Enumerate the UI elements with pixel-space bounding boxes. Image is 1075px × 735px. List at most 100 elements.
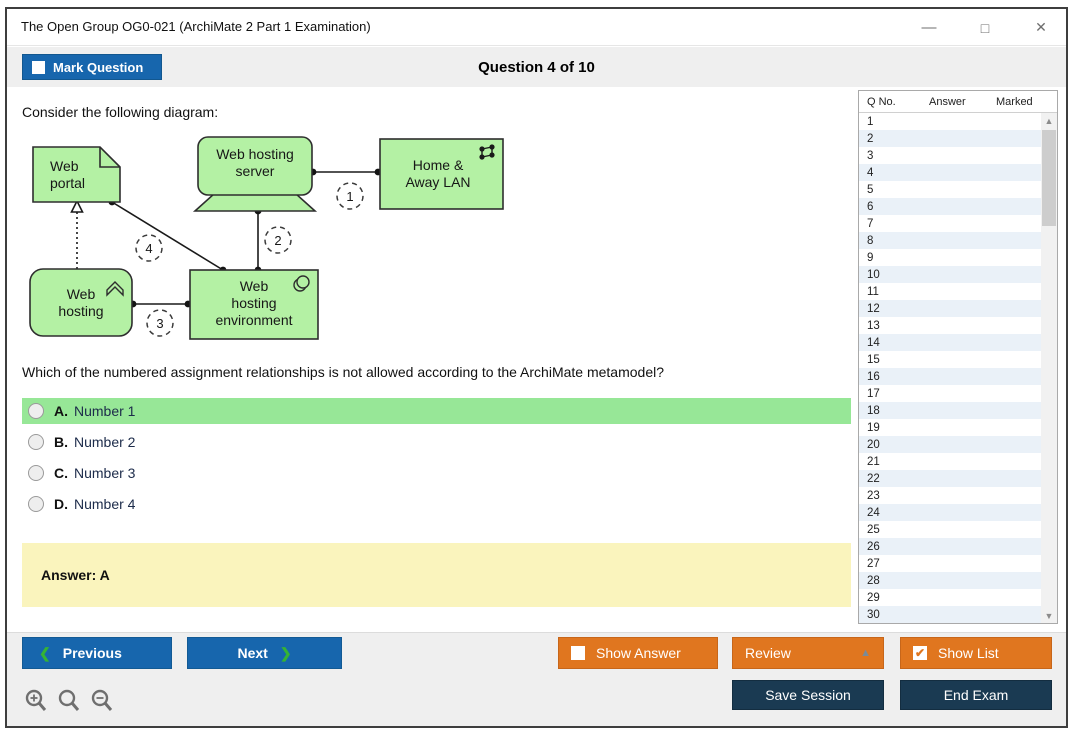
option-b-text: Number 2 (74, 434, 136, 450)
option-c-letter: C. (54, 465, 68, 481)
question-number: 10 (867, 268, 880, 281)
question-number: 4 (867, 166, 874, 179)
question-list-row[interactable]: 10 (859, 266, 1041, 283)
column-marked: Marked (996, 96, 1033, 108)
scroll-down-icon[interactable]: ▼ (1044, 610, 1054, 621)
relationship-labels (135, 182, 364, 337)
review-dropdown[interactable]: Review ▲ (732, 637, 884, 669)
question-number: 17 (867, 387, 880, 400)
option-d-text: Number 4 (74, 496, 136, 512)
option-d-radio[interactable] (28, 496, 44, 512)
maximize-icon[interactable]: □ (980, 19, 990, 36)
question-list-row[interactable]: 22 (859, 470, 1041, 487)
question-list-row[interactable]: 24 (859, 504, 1041, 521)
next-button[interactable]: Next ❯ (187, 637, 342, 669)
option-c[interactable]: C. Number 3 (22, 460, 851, 486)
question-list-row[interactable]: 21 (859, 453, 1041, 470)
show-list-button[interactable]: ✔ Show List (900, 637, 1052, 669)
scrollbar-thumb[interactable] (1042, 130, 1056, 226)
question-number: 30 (867, 608, 880, 621)
svg-text:Web: Web (240, 278, 269, 294)
question-list-row[interactable]: 28 (859, 572, 1041, 589)
show-answer-button[interactable]: Show Answer (558, 637, 718, 669)
question-number: 14 (867, 336, 880, 349)
question-list-row[interactable]: 1 (859, 113, 1041, 130)
close-icon[interactable]: ✕ (1035, 19, 1047, 35)
question-list-row[interactable]: 16 (859, 368, 1041, 385)
title-bar: The Open Group OG0-021 (ArchiMate 2 Part… (7, 9, 1066, 46)
question-number: 27 (867, 557, 880, 570)
question-list-row[interactable]: 11 (859, 283, 1041, 300)
show-answer-checkbox[interactable] (571, 646, 585, 660)
question-prompt: Which of the numbered assignment relatio… (22, 364, 665, 380)
question-list-row[interactable]: 5 (859, 181, 1041, 198)
column-qno: Q No. (867, 96, 896, 108)
question-list-row[interactable]: 15 (859, 351, 1041, 368)
save-session-button[interactable]: Save Session (732, 680, 884, 710)
option-a[interactable]: A. Number 1 (22, 398, 851, 424)
svg-text:2: 2 (274, 233, 281, 248)
question-list-row[interactable]: 12 (859, 300, 1041, 317)
zoom-reset-icon[interactable] (57, 689, 81, 713)
question-number: 26 (867, 540, 880, 553)
question-list-scrollbar[interactable]: ▲ ▼ (1041, 113, 1057, 623)
question-list-row[interactable]: 6 (859, 198, 1041, 215)
scroll-up-icon[interactable]: ▲ (1044, 115, 1054, 126)
question-list-row[interactable]: 23 (859, 487, 1041, 504)
svg-text:Web hosting: Web hosting (216, 146, 294, 162)
question-list-row[interactable]: 19 (859, 419, 1041, 436)
question-number: 22 (867, 472, 880, 485)
save-session-label: Save Session (765, 687, 851, 703)
end-exam-button[interactable]: End Exam (900, 680, 1052, 710)
option-b[interactable]: B. Number 2 (22, 429, 851, 455)
node-web-hosting-environment: Web hosting environment (189, 269, 319, 340)
show-list-checkbox[interactable]: ✔ (913, 646, 927, 660)
option-c-radio[interactable] (28, 465, 44, 481)
question-list-row[interactable]: 26 (859, 538, 1041, 555)
svg-text:Home &: Home & (413, 157, 464, 173)
question-list-row[interactable]: 7 (859, 215, 1041, 232)
question-list-row[interactable]: 29 (859, 589, 1041, 606)
svg-text:Web: Web (50, 158, 79, 174)
question-number: 8 (867, 234, 874, 247)
question-list-row[interactable]: 9 (859, 249, 1041, 266)
answer-label: Answer: A (41, 567, 110, 583)
option-a-radio[interactable] (28, 403, 44, 419)
question-list-row[interactable]: 18 (859, 402, 1041, 419)
zoom-out-icon[interactable] (90, 689, 114, 713)
svg-text:server: server (236, 163, 275, 179)
show-list-label: Show List (938, 645, 999, 661)
option-b-letter: B. (54, 434, 68, 450)
option-a-text: Number 1 (74, 403, 136, 419)
question-list-row[interactable]: 3 (859, 147, 1041, 164)
question-list-row[interactable]: 30 (859, 606, 1041, 623)
question-number: 24 (867, 506, 880, 519)
question-list-row[interactable]: 17 (859, 385, 1041, 402)
zoom-in-icon[interactable] (24, 689, 48, 713)
app-window: The Open Group OG0-021 (ArchiMate 2 Part… (5, 7, 1068, 728)
previous-button[interactable]: ❮ Previous (22, 637, 172, 669)
svg-text:portal: portal (50, 175, 85, 191)
mark-question-checkbox[interactable] (32, 60, 45, 74)
question-list-row[interactable]: 8 (859, 232, 1041, 249)
minimize-icon[interactable]: — (921, 19, 937, 36)
question-number: 25 (867, 523, 880, 536)
question-list-row[interactable]: 27 (859, 555, 1041, 572)
question-list-row[interactable]: 13 (859, 317, 1041, 334)
chevron-left-icon: ❮ (39, 644, 51, 661)
question-list-row[interactable]: 25 (859, 521, 1041, 538)
previous-label: Previous (62, 645, 122, 661)
question-list-row[interactable]: 2 (859, 130, 1041, 147)
option-d[interactable]: D. Number 4 (22, 491, 851, 517)
node-home-away-lan: Home & Away LAN (379, 138, 504, 210)
mark-question-button[interactable]: Mark Question (22, 54, 162, 80)
system-software-icon (293, 275, 310, 292)
question-list-row[interactable]: 14 (859, 334, 1041, 351)
svg-text:3: 3 (156, 316, 163, 331)
question-number: 12 (867, 302, 880, 315)
caret-up-icon: ▲ (860, 647, 871, 659)
question-list-row[interactable]: 4 (859, 164, 1041, 181)
question-list-row[interactable]: 20 (859, 436, 1041, 453)
svg-text:4: 4 (145, 241, 152, 256)
option-b-radio[interactable] (28, 434, 44, 450)
